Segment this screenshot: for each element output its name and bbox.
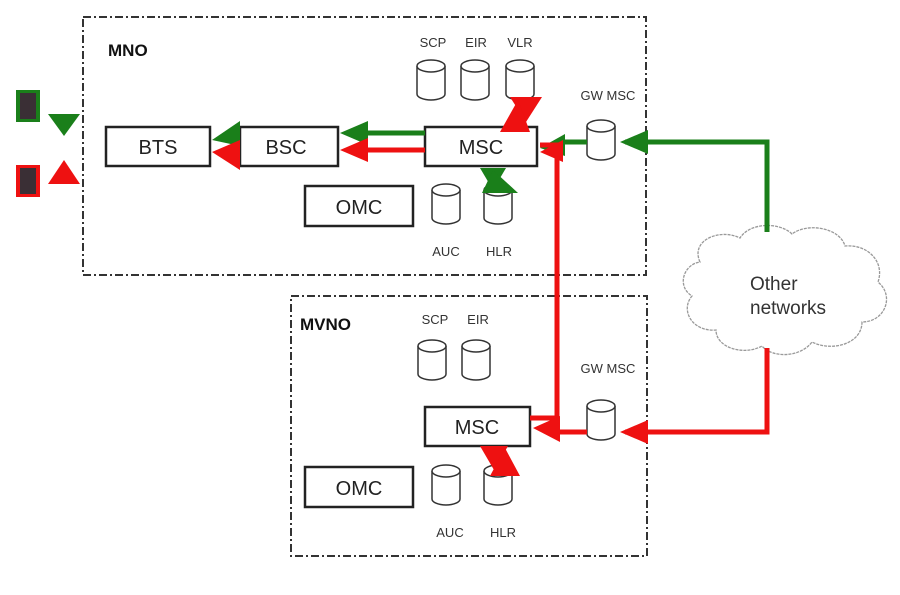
scp-database-icon xyxy=(416,59,446,101)
svg-text:BTS: BTS xyxy=(139,137,178,159)
mvno-gw-msc-database-icon xyxy=(586,399,616,441)
mvno-auc-database-icon xyxy=(431,464,461,506)
mvno-title: MVNO xyxy=(300,315,351,334)
eir-label: EIR xyxy=(465,35,487,50)
other-networks-cloud[interactable]: Other networks xyxy=(682,224,888,356)
svg-text:networks: networks xyxy=(750,298,826,319)
mno-title: MNO xyxy=(108,41,148,60)
svg-text:BSC: BSC xyxy=(265,137,306,159)
mvno-scp-database-icon xyxy=(417,339,447,381)
mno-omc-box[interactable]: OMC xyxy=(303,184,415,228)
svg-text:MSC: MSC xyxy=(455,417,499,439)
svg-text:MSC: MSC xyxy=(459,137,503,159)
mno-gw-msc-label: GW MSC xyxy=(581,88,636,103)
auc-database-icon xyxy=(431,183,461,225)
svg-text:OMC: OMC xyxy=(336,197,383,219)
auc-label: AUC xyxy=(432,244,459,259)
mno-msc-box[interactable]: MSC xyxy=(423,125,539,168)
svg-text:OMC: OMC xyxy=(336,478,383,500)
vlr-database-icon xyxy=(505,59,535,101)
bts-box[interactable]: BTS xyxy=(104,125,212,168)
mvno-msc-box[interactable]: MSC xyxy=(423,405,532,448)
mvno-scp-label: SCP xyxy=(422,312,449,327)
vlr-label: VLR xyxy=(507,35,532,50)
hlr-label: HLR xyxy=(486,244,512,259)
mvno-eir-label: EIR xyxy=(467,312,489,327)
eir-database-icon xyxy=(460,59,490,101)
uplink-arrow-icon xyxy=(48,160,80,184)
svg-text:Other: Other xyxy=(750,274,798,295)
mvno-eir-database-icon xyxy=(461,339,491,381)
red-uplink-path xyxy=(365,142,770,435)
mno-gw-msc-database-icon xyxy=(586,119,616,161)
scp-label: SCP xyxy=(420,35,447,50)
mvno-hlr-label: HLR xyxy=(490,525,516,540)
downlink-arrow-icon xyxy=(48,114,80,136)
mvno-omc-box[interactable]: OMC xyxy=(303,465,415,509)
bsc-box[interactable]: BSC xyxy=(238,125,340,168)
mvno-auc-label: AUC xyxy=(436,525,463,540)
mvno-gw-msc-label: GW MSC xyxy=(581,361,636,376)
